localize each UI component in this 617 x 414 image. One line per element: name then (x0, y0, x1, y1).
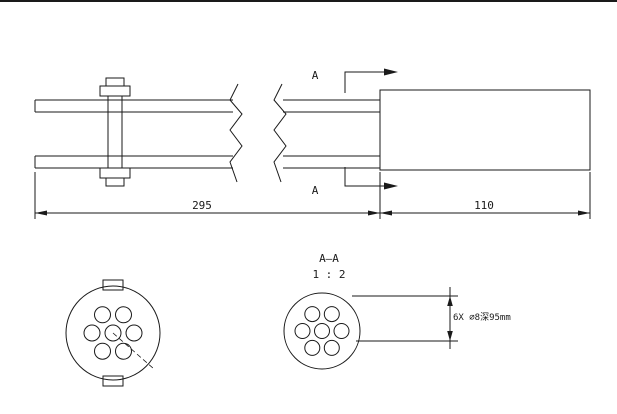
section-view: A—A 1 : 2 6X ∅8深95mm (283, 252, 511, 370)
break-lines (229, 83, 287, 183)
dimension-110: 110 (474, 199, 494, 212)
length-dimensions: 295 110 (34, 172, 591, 219)
hole (294, 323, 311, 339)
tube-outline (34, 99, 380, 169)
section-cut-marker: A A (312, 68, 398, 197)
hole (115, 306, 132, 324)
section-label-top: A (312, 69, 319, 82)
end-view-holes (83, 306, 143, 360)
section-arrow-top-icon (384, 68, 398, 76)
side-view: A A 295 110 (34, 68, 591, 219)
hole (104, 324, 122, 342)
callout-arrow-up-icon (447, 296, 453, 306)
callout-arrow-down-icon (447, 331, 453, 341)
hole (323, 339, 340, 356)
hole (94, 306, 111, 324)
dimension-lines (34, 172, 591, 219)
dim-arrow-left-icon (35, 210, 47, 216)
dimension-295: 295 (192, 199, 212, 212)
section-view-title: A—A (319, 252, 339, 265)
hole (94, 342, 111, 360)
hole (314, 323, 330, 339)
clamp-bolt (99, 77, 131, 187)
hole-callout: 6X ∅8深95mm (352, 287, 511, 349)
section-view-outer-circle (283, 292, 361, 370)
hole (333, 323, 350, 339)
section-cut-lines (344, 71, 385, 187)
dim-arrow-right-icon (578, 210, 590, 216)
end-view (65, 279, 161, 387)
end-view-outer-circle (65, 285, 161, 381)
end-view-centerline (112, 332, 155, 370)
dim-arrow-mid-left-icon (368, 210, 380, 216)
hole-callout-text: 6X ∅8深95mm (453, 312, 511, 323)
hole (304, 339, 321, 356)
right-sleeve (379, 89, 591, 171)
end-view-bolt-ends (102, 279, 124, 387)
dim-arrow-mid-right-icon (380, 210, 392, 216)
section-label-bottom: A (312, 184, 319, 197)
hole (115, 342, 132, 360)
hole (323, 306, 340, 323)
hole (83, 324, 101, 342)
hole (304, 306, 321, 323)
section-view-holes (294, 306, 350, 356)
callout-lines (352, 287, 458, 349)
section-view-scale: 1 : 2 (312, 268, 345, 281)
hole (125, 324, 143, 342)
section-arrow-bottom-icon (384, 182, 398, 190)
